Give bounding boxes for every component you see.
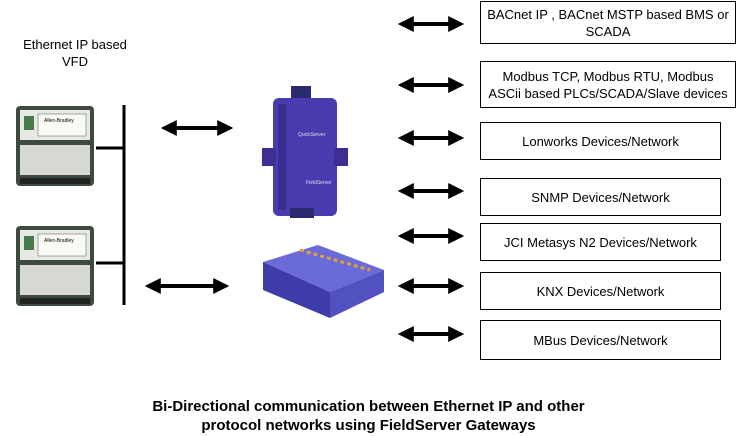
protonode-gateway: [263, 245, 384, 318]
gateway-top-sub: FieldServer: [306, 180, 332, 186]
ethernet-bus: [96, 105, 126, 305]
diagram-caption: Bi-Directional communication between Eth…: [152, 398, 585, 434]
left-arrows: [144, 120, 234, 294]
right-arrows: [397, 16, 465, 342]
protocol-box-lonworks: Lonworks Devices/Network: [480, 122, 721, 160]
vfd-label: Ethernet IP based VFD: [23, 37, 127, 69]
protocol-box-modbus: Modbus TCP, Modbus RTU, Modbus ASCii bas…: [480, 61, 736, 108]
vfd-device-bottom: Allen-Bradley: [16, 226, 94, 306]
protocol-box-knx: KNX Devices/Network: [480, 272, 721, 310]
protocol-box-n2: JCI Metasys N2 Devices/Network: [480, 223, 721, 261]
protocol-box-snmp: SNMP Devices/Network: [480, 178, 721, 216]
gateway-top-brand: QuickServer: [298, 132, 326, 138]
quickserver-gateway: QuickServer FieldServer: [262, 86, 348, 218]
vfd-brand-text-bottom: Allen-Bradley: [44, 238, 74, 244]
vfd-device-top: Allen-Bradley: [16, 106, 94, 186]
protocol-box-mbus: MBus Devices/Network: [480, 320, 721, 360]
protocol-box-bacnet: BACnet IP , BACnet MSTP based BMS or SCA…: [480, 1, 736, 44]
vfd-brand-text-top: Allen-Bradley: [44, 118, 74, 124]
